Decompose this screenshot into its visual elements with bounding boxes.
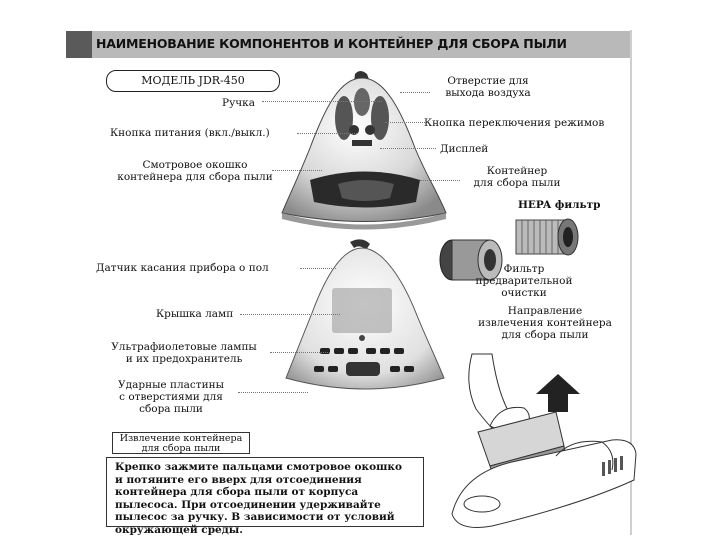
label-plates-2: с отверстиями для bbox=[106, 392, 236, 403]
label-container-2: для сбора пыли bbox=[462, 178, 572, 189]
instruction-line: окружающей среды. bbox=[115, 524, 415, 537]
label-direction-1: Направление bbox=[460, 306, 630, 317]
label-air-outlet-1: Отверстие для bbox=[428, 76, 548, 87]
leader-line bbox=[420, 180, 460, 181]
leader-line bbox=[400, 92, 430, 93]
removal-section-tab: Извлечение контейнера для сбора пыли bbox=[112, 432, 250, 454]
label-lamp-cover: Крышка ламп bbox=[156, 309, 233, 320]
leader-line bbox=[380, 148, 436, 149]
instruction-line: пылесоса. При отсоединении удерживайте bbox=[115, 499, 415, 512]
model-label: МОДЕЛЬ JDR-450 bbox=[106, 70, 280, 92]
label-uv-lamps-1: Ультрафиолетовые лампы bbox=[96, 342, 272, 353]
label-uv-lamps-2: и их предохранитель bbox=[96, 354, 272, 365]
label-hepa-filter: HEPA фильтр bbox=[518, 200, 601, 211]
leader-line bbox=[262, 101, 382, 102]
leader-line bbox=[300, 268, 336, 269]
instruction-line: Крепко зажмите пальцами смотровое окошко bbox=[115, 461, 415, 474]
label-display: Дисплей bbox=[440, 144, 488, 155]
label-plates-3: сбора пыли bbox=[106, 404, 236, 415]
label-viewing-window-2: контейнера для сбора пыли bbox=[114, 172, 276, 183]
container-removal-illustration bbox=[452, 354, 642, 534]
leader-line bbox=[272, 170, 322, 171]
label-pre-filter-2: предварительной bbox=[464, 276, 584, 287]
leader-line bbox=[270, 352, 330, 353]
hepa-filter-illustration bbox=[512, 214, 582, 259]
leader-line bbox=[297, 133, 357, 134]
removal-tab-line: для сбора пыли bbox=[113, 444, 249, 454]
instruction-line: контейнера для сбора пыли от корпуса bbox=[115, 486, 415, 499]
removal-instructions: Крепко зажмите пальцами смотровое окошко… bbox=[106, 457, 424, 527]
label-direction-3: для сбора пыли bbox=[460, 330, 630, 341]
instruction-line: и потяните его вверх для отсоединения bbox=[115, 474, 415, 487]
label-pre-filter-3: очистки bbox=[464, 288, 584, 299]
section-title: НАИМЕНОВАНИЕ КОМПОНЕНТОВ И КОНТЕЙНЕР ДЛЯ… bbox=[96, 36, 567, 51]
leader-line bbox=[385, 122, 425, 123]
label-container-1: Контейнер bbox=[462, 166, 572, 177]
section-header-marker bbox=[66, 31, 92, 58]
label-mode-button: Кнопка переключения режимов bbox=[424, 118, 604, 129]
label-handle: Ручка bbox=[222, 98, 255, 109]
label-direction-2: извлечения контейнера bbox=[460, 318, 630, 329]
vacuum-bottom-illustration bbox=[270, 238, 460, 403]
instruction-line: пылесос за ручку. В зависимости от услов… bbox=[115, 511, 415, 524]
leader-line bbox=[238, 392, 308, 393]
label-air-outlet-2: выхода воздуха bbox=[428, 88, 548, 99]
label-touch-sensor: Датчик касания прибора о пол bbox=[96, 263, 269, 274]
label-pre-filter-1: Фильтр bbox=[464, 264, 584, 275]
label-power-button: Кнопка питания (вкл./выкл.) bbox=[110, 128, 270, 139]
label-viewing-window-1: Смотровое окошко bbox=[120, 160, 270, 171]
leader-line bbox=[240, 314, 340, 315]
label-plates-1: Ударные пластины bbox=[106, 380, 236, 391]
